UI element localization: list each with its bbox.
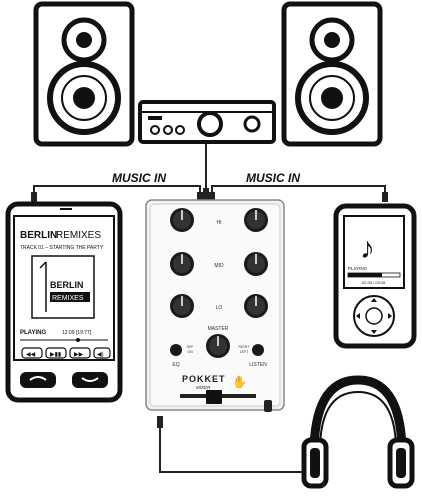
mp3-player: ♪ PLAYING 02:33 / 03:45 — [333, 203, 417, 349]
model-logo: MIXER — [196, 385, 211, 390]
cable-plugs — [31, 188, 388, 428]
mp3-time: 02:33 / 03:45 — [362, 280, 386, 285]
knob-left-lo[interactable] — [170, 294, 194, 318]
phone-track-text: TRACK 01 – STARTING THE PARTY — [20, 245, 104, 251]
up-icon — [371, 298, 377, 302]
speaker-right — [281, 1, 383, 147]
knob-left-hi[interactable] — [170, 208, 194, 232]
cable-mixer-to-headphones — [159, 420, 306, 473]
label-hi: HI — [217, 220, 222, 226]
phone-hangup-icon — [81, 377, 99, 382]
album-cover — [31, 255, 95, 319]
pokket-mixer: HI MID LO MASTER OFF ON EQ RIGHT LEFT LI… — [145, 199, 285, 412]
plug — [197, 192, 203, 202]
phone-time: 12:09 [19:77] — [62, 330, 92, 336]
label-master: MASTER — [208, 326, 229, 332]
phone-playing-status: PLAYING — [20, 330, 46, 336]
headphones — [301, 375, 415, 489]
play-pause-icon: ▶▮▮ — [50, 352, 61, 358]
label-listen-right: RIGHT — [239, 345, 251, 349]
knob-left-mid[interactable] — [170, 252, 194, 276]
hand-logo-icon: ✋ — [232, 375, 247, 389]
speaker-left — [33, 1, 135, 147]
phone-title-bold: BERLIN — [20, 230, 57, 241]
cable-phone-to-mixer — [33, 185, 201, 198]
headphone-jack — [264, 400, 272, 412]
phone-call-icon — [29, 376, 47, 381]
right-icon — [388, 313, 392, 319]
music-in-right-label: MUSIC IN — [246, 171, 300, 185]
crossfader-handle[interactable] — [206, 390, 222, 404]
knob-master[interactable] — [206, 334, 230, 358]
plug — [382, 192, 388, 202]
phone-transport-controls: ◀◀ ▶▮▮ ▶▶ ◀) — [21, 347, 111, 359]
brand-logo: POKKET — [182, 374, 226, 384]
call-button[interactable] — [20, 372, 56, 388]
label-listen: LISTEN — [249, 362, 267, 368]
label-eq-off: OFF — [187, 345, 194, 349]
rewind-button[interactable] — [21, 347, 43, 359]
mp3-center-button[interactable] — [365, 307, 383, 325]
volume-icon: ◀) — [97, 352, 104, 358]
mp3-playing-status: PLAYING — [348, 266, 368, 271]
label-lo: LO — [216, 305, 223, 311]
label-eq: EQ — [172, 362, 179, 368]
eq-button[interactable] — [170, 344, 182, 356]
down-icon — [371, 330, 377, 334]
amplifier — [138, 100, 276, 144]
smartphone: BERLIN REMIXES TRACK 01 – STARTING THE P… — [5, 201, 123, 403]
forward-button[interactable] — [69, 347, 91, 359]
volume-button[interactable] — [93, 347, 111, 359]
knob-right-hi[interactable] — [244, 208, 268, 232]
play-pause-button[interactable] — [45, 347, 67, 359]
plug — [209, 192, 215, 202]
label-listen-left: LEFT — [240, 350, 249, 354]
left-icon — [356, 313, 360, 319]
label-mid: MID — [214, 263, 224, 269]
label-eq-on: ON — [187, 350, 193, 354]
mp3-progress-fill — [348, 273, 382, 277]
album-line-2: REMIXES — [52, 295, 84, 302]
cable-mp3-to-mixer — [211, 185, 386, 198]
rewind-icon: ◀◀ — [26, 352, 36, 358]
plug — [157, 416, 163, 428]
music-in-left-label: MUSIC IN — [112, 171, 166, 185]
listen-button[interactable] — [252, 344, 264, 356]
plug — [31, 192, 37, 202]
music-note-icon: ♪ — [360, 232, 375, 265]
forward-icon: ▶▶ — [74, 352, 84, 358]
phone-title-rest: REMIXES — [56, 230, 101, 241]
plug — [203, 188, 209, 200]
knob-right-mid[interactable] — [244, 252, 268, 276]
knob-right-lo[interactable] — [244, 294, 268, 318]
album-line-1: BERLIN — [50, 280, 84, 290]
